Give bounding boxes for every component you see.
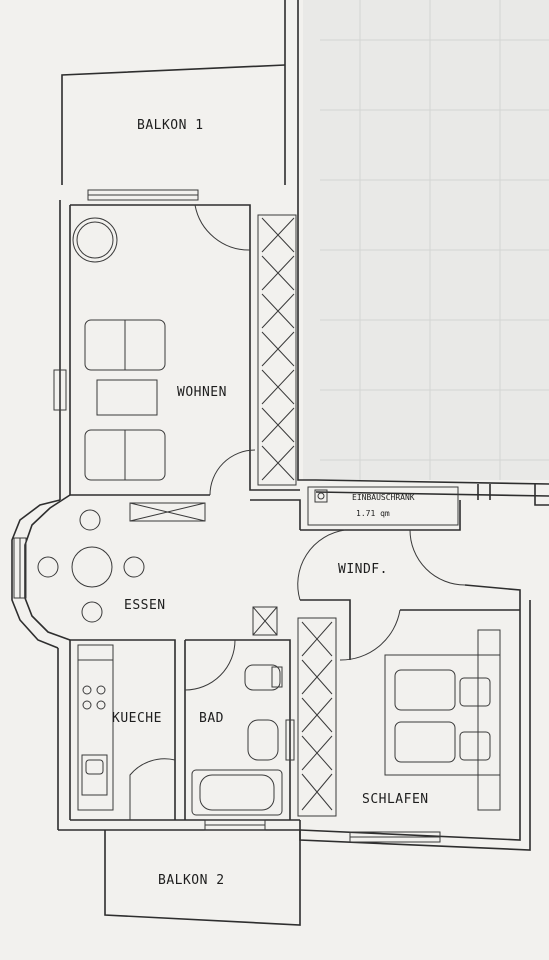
- room-label-windf: WINDF.: [338, 562, 388, 577]
- room-windfang: [297, 484, 549, 660]
- balkon-1: [61, 64, 286, 185]
- room-kueche: [70, 639, 176, 820]
- schlafen-wardrobe: [297, 617, 337, 817]
- room-label-wohnen: WOHNEN: [177, 385, 227, 400]
- einbauschrank-label: EINBAUSCHRANK: [352, 493, 415, 502]
- wardrobe-column: [257, 214, 297, 486]
- einbauschrank-size: 1.71 qm: [356, 509, 390, 518]
- room-essen: [37, 499, 301, 636]
- room-label-balkon-1: BALKON 1: [137, 118, 204, 133]
- room-label-schlafen: SCHLAFEN: [362, 792, 429, 807]
- room-wohnen: [70, 204, 300, 496]
- grid-paper: [320, 0, 549, 480]
- balkon-2: [104, 830, 301, 926]
- room-label-essen: ESSEN: [124, 598, 166, 613]
- room-label-kueche: KUECHE: [112, 711, 162, 726]
- room-label-balkon-2: BALKON 2: [158, 873, 225, 888]
- room-schlafen: [339, 609, 520, 811]
- room-bad: [184, 639, 295, 820]
- backing-sheet: [303, 0, 549, 480]
- windows: [13, 189, 441, 843]
- room-label-bad: BAD: [199, 711, 224, 726]
